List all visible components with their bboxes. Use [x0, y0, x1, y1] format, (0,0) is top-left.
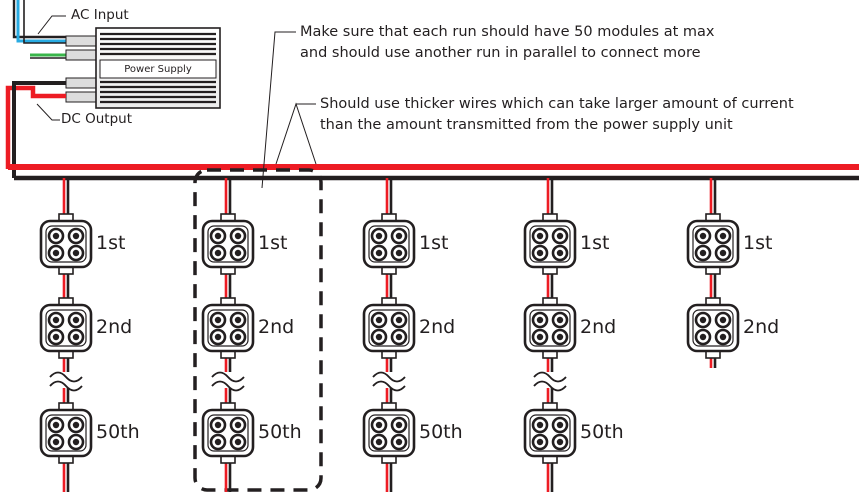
dc-output-label: DC Output: [61, 111, 133, 127]
module-position-label: 2nd: [580, 316, 617, 338]
module-position-label: 50th: [419, 421, 463, 443]
max-modules-note-line1: Make sure that each run should have 50 m…: [300, 24, 715, 40]
wire-break-icon: [372, 371, 406, 392]
led-module-icon: [201, 402, 255, 464]
module-position-label: 50th: [258, 421, 302, 443]
ac-input-label: AC Input: [71, 7, 129, 23]
module-run: [39, 178, 93, 492]
led-module-icon: [39, 213, 93, 275]
led-module-icon: [686, 213, 740, 275]
wire-break-icon: [49, 371, 83, 392]
dc-output-wires: [5, 81, 66, 178]
module-position-label: 2nd: [258, 316, 295, 338]
led-module-icon: [39, 402, 93, 464]
module-run: [201, 178, 255, 492]
led-module-icon: [201, 213, 255, 275]
module-position-label: 2nd: [96, 316, 133, 338]
led-module-icon: [686, 297, 740, 359]
led-module-icon: [39, 297, 93, 359]
power-supply: [65, 27, 221, 109]
module-position-label: 1st: [96, 232, 126, 254]
trunk-wires: [8, 164, 859, 181]
thicker-wires-note-line1: Should use thicker wires which can take …: [320, 96, 794, 112]
module-position-label: 2nd: [419, 316, 456, 338]
module-position-label: 1st: [743, 232, 773, 254]
led-module-icon: [362, 213, 416, 275]
led-module-icon: [523, 402, 577, 464]
led-module-icon: [523, 213, 577, 275]
module-position-label: 2nd: [743, 316, 780, 338]
led-module-icon: [523, 297, 577, 359]
module-position-label: 1st: [419, 232, 449, 254]
led-module-icon: [362, 297, 416, 359]
thicker-wires-note: Should use thicker wires which can take …: [320, 94, 794, 136]
module-position-label: 50th: [580, 421, 624, 443]
max-modules-note: Make sure that each run should have 50 m…: [300, 22, 714, 64]
highlight-box: [193, 168, 323, 492]
module-run: [362, 178, 416, 492]
module-run: [523, 178, 577, 492]
wire-break-icon: [533, 371, 567, 392]
module-position-label: 1st: [580, 232, 610, 254]
callout-leaders: [36, 15, 317, 189]
led-module-icon: [201, 297, 255, 359]
module-run: [686, 178, 740, 368]
wire-break-icon: [211, 371, 245, 392]
module-position-label: 50th: [96, 421, 140, 443]
led-module-icon: [362, 402, 416, 464]
max-modules-note-line2: and should use another run in parallel t…: [300, 45, 701, 61]
ac-input-wires: [12, 0, 66, 59]
module-position-label: 1st: [258, 232, 288, 254]
thicker-wires-note-line2: than the amount transmitted from the pow…: [320, 117, 733, 133]
runs-layer: [39, 178, 740, 492]
power-supply-label: Power Supply: [124, 64, 192, 75]
